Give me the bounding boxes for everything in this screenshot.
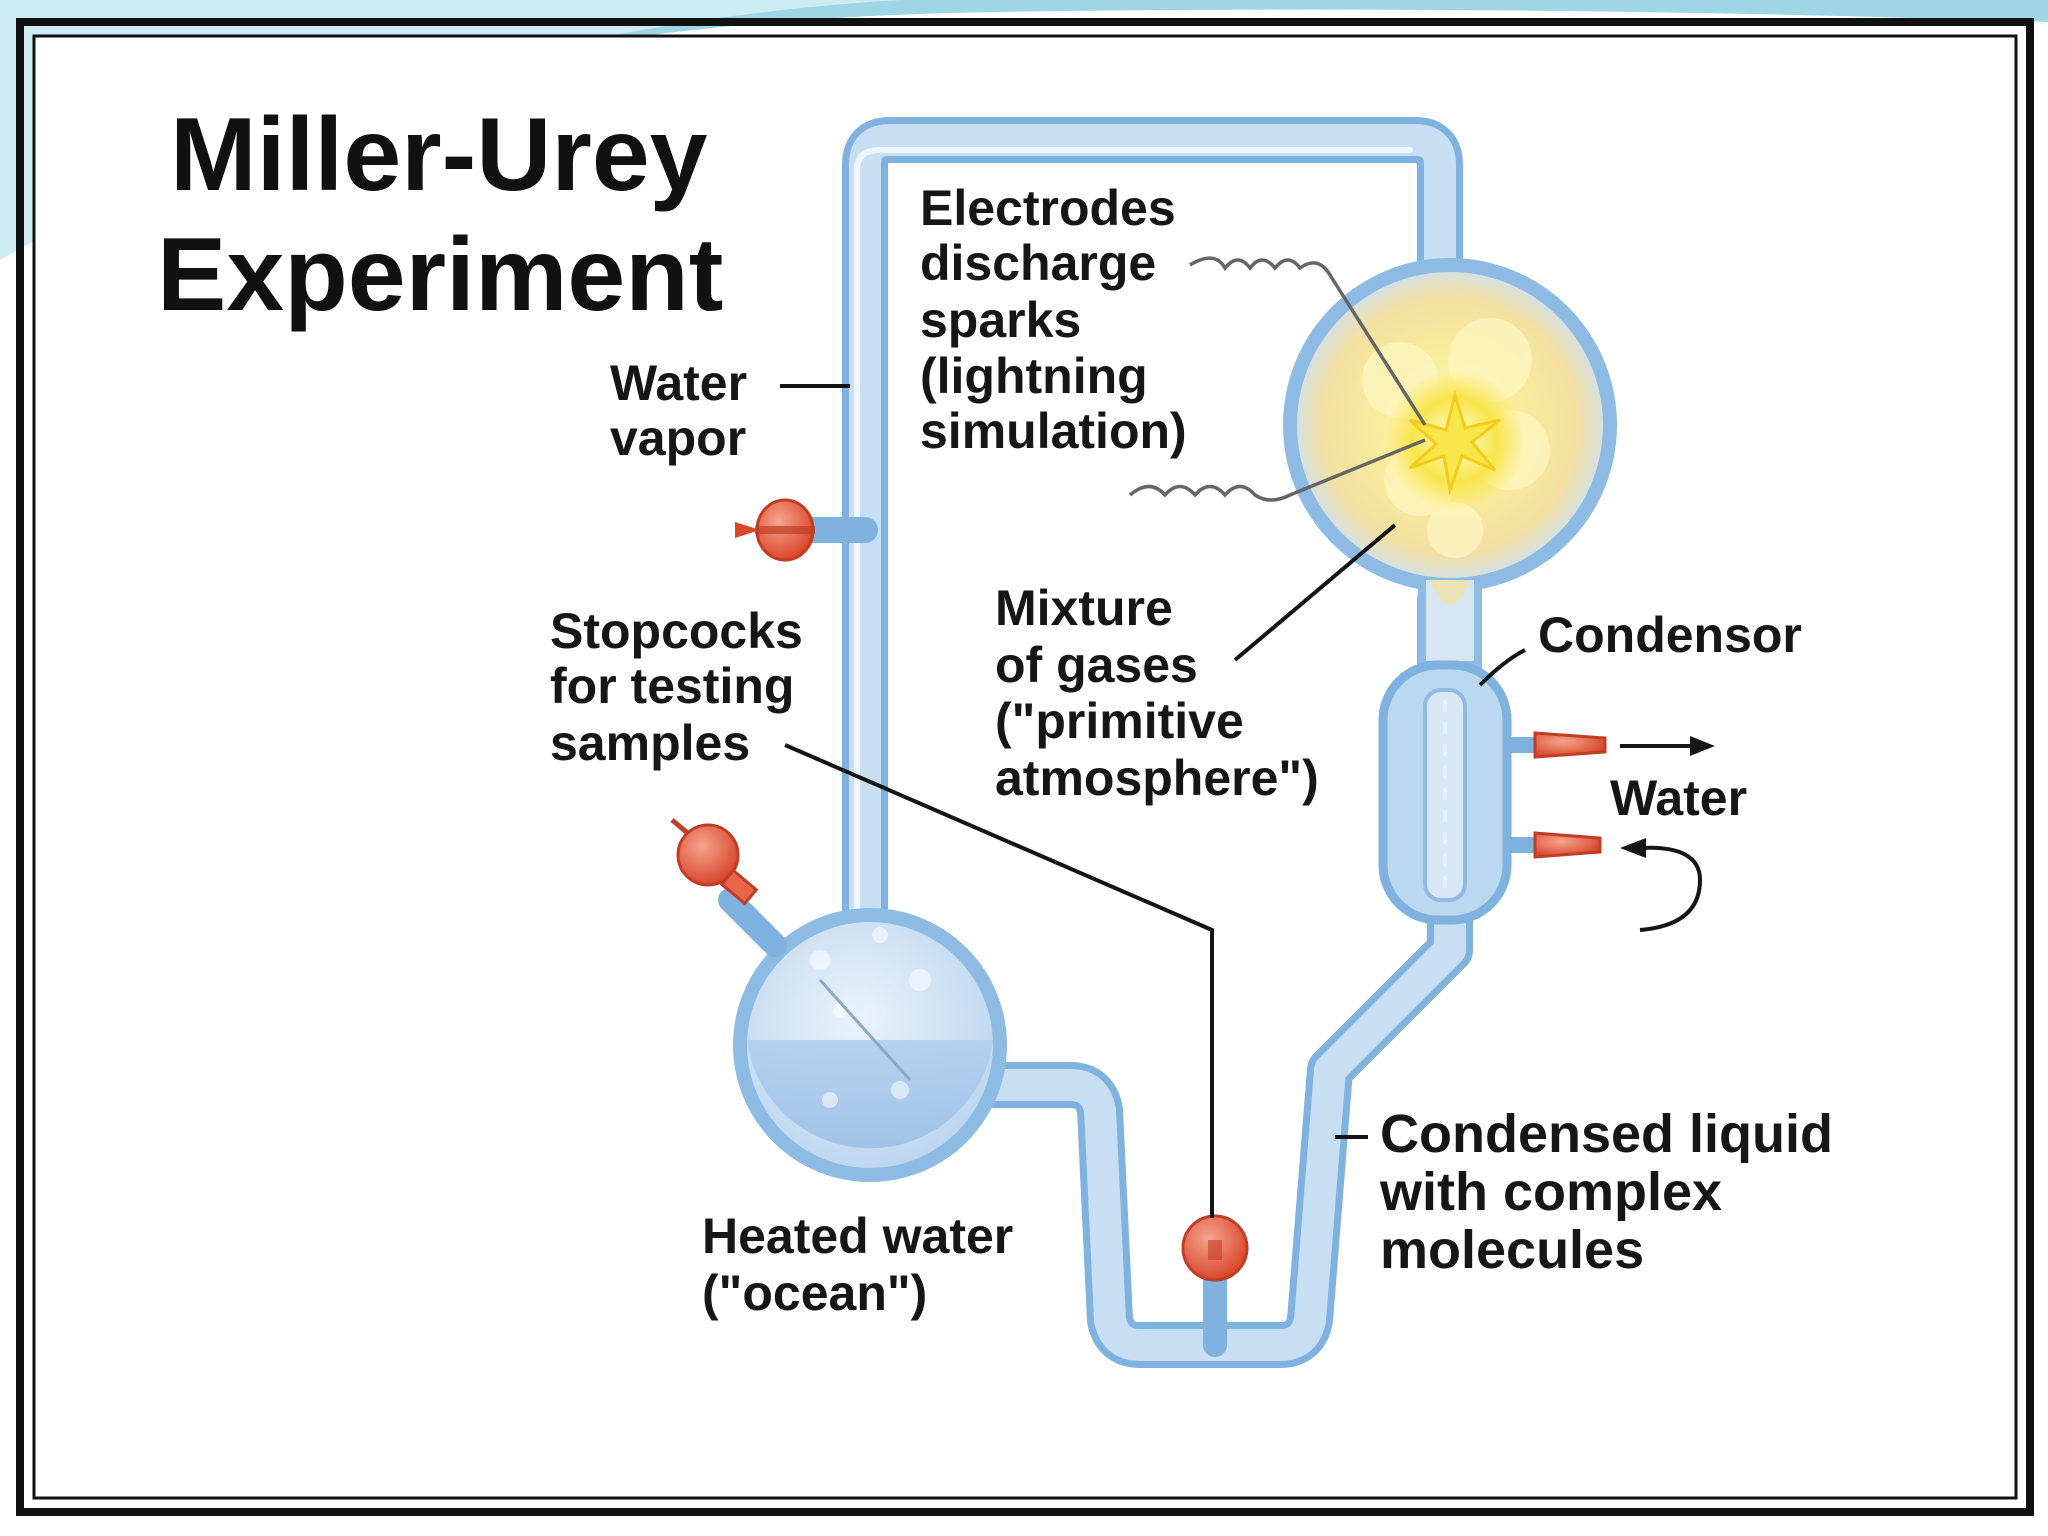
flask-neck — [718, 888, 787, 957]
leader-condensor — [1478, 648, 1526, 687]
label-water: Water — [1610, 770, 1747, 826]
label-mixture-line4: atmosphere") — [995, 750, 1319, 806]
inner-border — [32, 34, 2018, 1500]
water-in-arrowhead-icon — [1620, 838, 1646, 858]
water-out-arrowhead-icon — [1690, 736, 1715, 756]
label-electrodes-line1: Electrodes — [920, 180, 1176, 236]
glass-apparatus — [718, 117, 1715, 1368]
label-electrodes-line3: sparks — [920, 292, 1081, 348]
label-mixture-line1: Mixture — [995, 580, 1173, 636]
electrode-upper — [1189, 256, 1427, 426]
gas-drip — [1430, 580, 1470, 605]
stopcocks — [670, 498, 1249, 1282]
label-electrodes-line5: simulation) — [920, 403, 1187, 459]
label-stopcocks: Stopcocks for testing samples — [550, 603, 803, 771]
label-heated-line1: Heated water — [702, 1208, 1013, 1264]
water-inlet-hose — [1533, 831, 1602, 859]
outer-border — [16, 18, 2034, 1516]
ocean-bubbles — [810, 927, 931, 1108]
water-in-arrow-icon — [1639, 845, 1703, 932]
label-water-vapor-line1: Water — [610, 355, 747, 411]
diagram-title-line2: Experiment — [157, 217, 723, 333]
spark-icon — [1408, 389, 1501, 496]
label-electrodes-line4: (lightning — [920, 348, 1148, 404]
label-stopcocks-line3: samples — [550, 715, 750, 771]
leader-lines — [780, 384, 1526, 1218]
stopcock-flask — [670, 818, 759, 906]
label-condensor: Condensor — [1538, 607, 1802, 663]
label-condensed-line1: Condensed liquid — [1380, 1104, 1833, 1164]
leader-mixture — [1233, 523, 1397, 662]
label-mixture-line2: of gases — [995, 637, 1198, 693]
label-water-vapor-line2: vapor — [610, 410, 746, 466]
label-condensed-line2: with complex — [1379, 1162, 1722, 1222]
diagram-title-line1: Miller-Urey — [170, 97, 708, 213]
label-heated-water: Heated water ("ocean") — [702, 1208, 1013, 1321]
label-electrodes-line2: discharge — [920, 235, 1156, 291]
label-stopcocks-line2: for testing — [550, 658, 794, 714]
label-electrodes: Electrodes discharge sparks (lightning s… — [920, 180, 1187, 459]
tube-highlight — [854, 147, 1413, 953]
label-mixture-line3: ("primitive — [995, 693, 1244, 749]
label-heated-line2: ("ocean") — [702, 1265, 927, 1321]
label-condensed-line3: molecules — [1380, 1220, 1644, 1280]
label-condensed: Condensed liquid with complex molecules — [1379, 1104, 1833, 1280]
stopcock-upper — [735, 498, 815, 562]
stopcock-bottom — [1181, 1214, 1249, 1282]
ocean-water — [747, 1040, 993, 1149]
label-stopcocks-line1: Stopcocks — [550, 603, 803, 659]
label-mixture: Mixture of gases ("primitive atmosphere"… — [995, 580, 1319, 806]
flask-rod — [818, 978, 912, 1082]
leader-stopcocks — [784, 743, 1214, 1218]
label-water-vapor: Water vapor — [610, 355, 747, 466]
water-outlet-hose — [1533, 731, 1607, 759]
electrode-lower — [1128, 438, 1426, 502]
